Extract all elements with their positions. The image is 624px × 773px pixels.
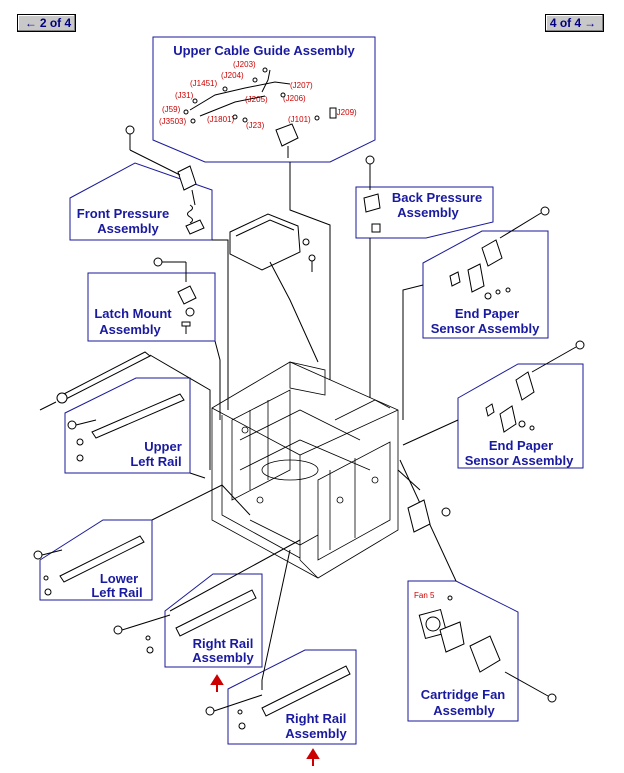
upper-cable-guide-assembly: Upper Cable Guide Assembly (J203) (J204)… [152,36,376,163]
screw-upper-left-rail [67,419,97,430]
connector-j3503: (J3503) [159,117,186,126]
arrow-up-icon-a [210,674,224,685]
connector-j203: (J203) [233,60,256,69]
arrow-right-icon: → [584,16,597,30]
right-rail-b-label-2: Assembly [285,726,347,741]
arrow-left-icon: ← [24,16,37,30]
connector-j207: (J207) [290,81,313,90]
side-bracket [407,499,451,533]
next-page-label: 4 of 4 [549,16,582,30]
front-pressure-assembly: Front Pressure Assembly [69,162,213,241]
connector-j204: (J204) [221,71,244,80]
connector-j23: (J23) [246,121,265,130]
screw-latch [153,257,187,282]
right-rail-a-label-2: Assembly [192,650,254,665]
screw-end-paper-a [499,206,550,239]
cartridge-fan-label-1: Cartridge Fan [421,687,506,702]
connector-j205: (J205) [245,95,268,104]
cartridge-fan-label-2: Assembly [433,703,495,718]
upper-left-rail-label-2: Left Rail [130,454,181,469]
end-paper-sensor-assembly-b: End Paper Sensor Assembly [457,363,584,469]
prev-page-button[interactable]: ← 2 of 4 [17,14,76,32]
connector-j1801: (J1801) [207,115,234,124]
connector-j59: (J59) [162,105,181,114]
latch-mount-assembly: Latch Mount Assembly [87,272,216,342]
back-pressure-label-1: Back Pressure [392,190,482,205]
front-pressure-label-1: Front Pressure [77,206,169,221]
end-paper-sensor-assembly-a: End Paper Sensor Assembly [422,230,549,339]
lower-left-rail-label-2: Left Rail [91,585,142,600]
upper-left-rail-label-1: Upper [144,439,182,454]
screw-end-paper-b [531,340,585,373]
left-rod [39,351,151,411]
next-page-button[interactable]: 4 of 4 → [545,14,604,32]
end-paper-b-label-1: End Paper [489,438,553,453]
right-rail-assembly-a: Right Rail Assembly [145,573,263,668]
screw-back [365,155,375,190]
prev-page-label: 2 of 4 [39,16,72,30]
screw-right-rail-a [113,614,171,635]
arrow-up-icon-b [306,748,320,759]
upper-left-rail: Upper Left Rail [64,377,191,474]
fan5-label: Fan 5 [414,591,435,600]
connector-j209: (J209) [334,108,357,117]
lower-left-rail-label-1: Lower [100,571,138,586]
center-bracket [229,213,316,272]
back-pressure-assembly: Back Pressure Assembly [355,186,494,239]
end-paper-a-label-2: Sensor Assembly [431,321,540,336]
back-pressure-label-2: Assembly [397,205,459,220]
end-paper-b-label-2: Sensor Assembly [465,453,574,468]
lower-left-rail: Lower Left Rail [39,519,153,601]
cartridge-fan-assembly: Fan 5 Cartridge Fan Assembly [407,580,519,722]
right-rail-b-label-1: Right Rail [286,711,347,726]
latch-mount-label-1: Latch Mount [94,306,172,321]
main-chassis [211,361,399,579]
upper-cable-guide-label: Upper Cable Guide Assembly [173,43,355,58]
connector-j31: (J31) [175,91,194,100]
connector-j206: (J206) [283,94,306,103]
screw-cartridge-fan [504,671,557,703]
right-rail-a-label-1: Right Rail [193,636,254,651]
screw-right-rail-b [205,694,263,716]
front-pressure-label-2: Assembly [97,221,159,236]
end-paper-a-label-1: End Paper [455,306,519,321]
screw-lower-left-rail [33,549,63,560]
latch-mount-label-2: Assembly [99,322,161,337]
screw-top-left [125,125,181,176]
connector-j101: (J101) [288,115,311,124]
connector-j1451: (J1451) [190,79,217,88]
right-rail-assembly-b: Right Rail Assembly [227,649,357,745]
